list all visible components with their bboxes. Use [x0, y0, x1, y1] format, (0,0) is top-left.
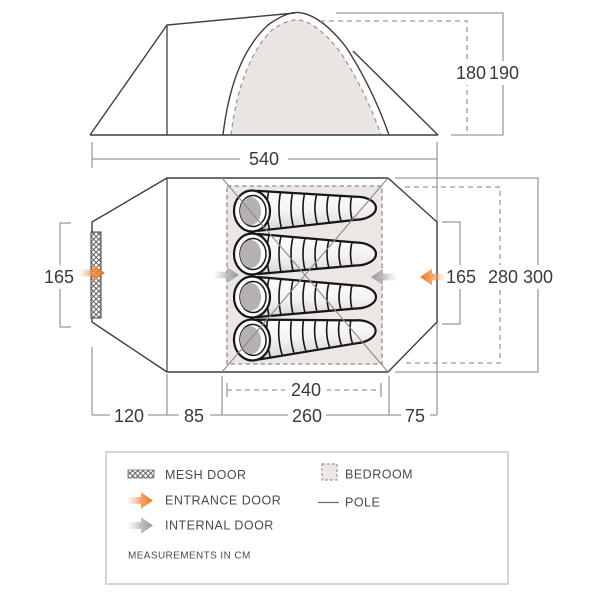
bedroom-width-label: 240 [291, 380, 321, 400]
porch-label-backing [110, 405, 148, 427]
left-door-height-label: 165 [44, 267, 74, 287]
living-depth-label: 85 [184, 406, 204, 426]
bottom-dimensions: 240 120 85 260 75 [91, 347, 437, 427]
length-label: 540 [249, 149, 279, 169]
bedroom-width-label-backing [285, 380, 327, 401]
legend-bedroom-label: BEDROOM [345, 468, 413, 482]
mesh-door-icon [127, 469, 155, 479]
flysheet-dome-arc [222, 11, 390, 136]
right-door-height-label: 165 [446, 267, 476, 287]
floor-plan: 165 165 280 300 [40, 177, 558, 373]
legend-internal-door-label: INTERNAL DOOR [165, 519, 274, 533]
legend-entrance-door-label: ENTRANCE DOOR [165, 494, 281, 508]
legend: MESH DOOR ENTRANCE DOOR INTERNAL DOOR BE… [105, 451, 509, 585]
width-labels-backing [444, 265, 558, 289]
side-view: 180 190 [89, 11, 524, 136]
inner-tent-profile [230, 19, 382, 136]
living-label-backing [179, 405, 210, 427]
inner-height-dimension-line [320, 20, 468, 135]
outer-width-label: 300 [523, 267, 553, 287]
rear-label-backing [401, 405, 430, 427]
rear-depth-label: 75 [405, 406, 425, 426]
length-label-backing [240, 148, 288, 170]
legend-pole-label: POLE [345, 496, 380, 510]
legend-measurements-note: MEASUREMENTS IN CM [128, 551, 251, 562]
inner-height-label: 180 [456, 63, 486, 83]
outer-height-label: 190 [489, 63, 519, 83]
pole-diagonal-2 [221, 177, 389, 373]
height-label-backing [450, 61, 524, 85]
inner-width-label: 280 [488, 267, 518, 287]
left-door-label-backing [40, 265, 78, 289]
legend-mesh-door-label: MESH DOOR [165, 468, 247, 482]
bedroom-depth-label-backing [288, 405, 326, 427]
rear-slope-line [352, 50, 439, 136]
legend-box [105, 451, 509, 585]
bedroom-swatch-icon [321, 463, 338, 481]
porch-depth-label: 120 [114, 406, 144, 426]
bedroom-depth-label: 260 [292, 406, 322, 426]
